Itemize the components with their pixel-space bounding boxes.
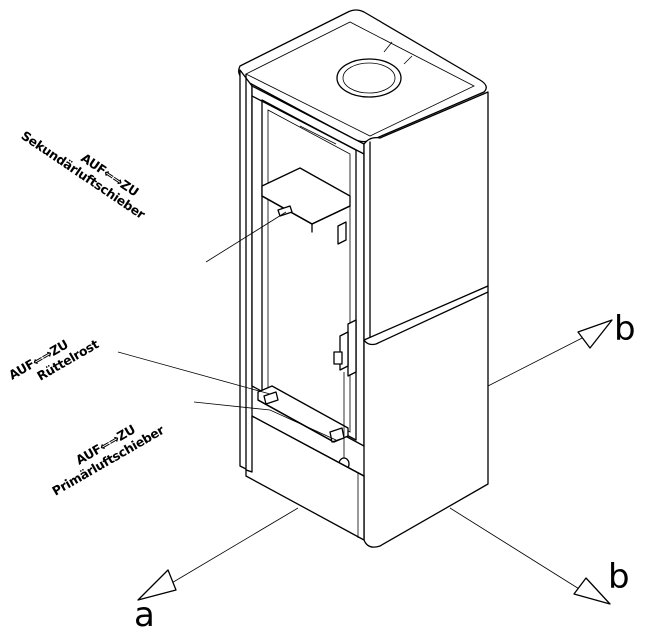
direction-arrows <box>137 319 613 605</box>
leader-secondary <box>205 211 287 263</box>
axis-b-upper-label: b <box>614 309 636 349</box>
secondary-air-label: AUF⇐⇒ZU Sekundärluftschieber <box>19 128 149 223</box>
leader-primary <box>193 401 337 441</box>
axis-a-label: a <box>134 595 155 629</box>
axis-a-arrowhead <box>137 569 177 601</box>
primary-air-label: AUF⇐⇒ZU Primärluftschieber <box>49 422 167 499</box>
secondary-air-label-line2: Sekundärluftschieber <box>19 128 149 223</box>
grate-label: AUF⇐⇒ZU Rüttelrost <box>6 336 101 383</box>
leader-lines <box>117 211 337 441</box>
axis-b-lower-line <box>449 507 585 593</box>
door-handle <box>347 319 357 377</box>
right-cladding-lower <box>363 285 489 548</box>
leader-grate <box>117 351 271 395</box>
axis-b-lower-arrowhead <box>573 577 611 605</box>
axis-b-upper-arrowhead <box>577 319 613 349</box>
axis-a-line <box>169 507 299 585</box>
flue-opening <box>336 58 402 98</box>
axis-b-upper-line <box>487 333 591 387</box>
stove-body <box>238 9 489 548</box>
axis-b-lower-label: b <box>608 557 630 597</box>
